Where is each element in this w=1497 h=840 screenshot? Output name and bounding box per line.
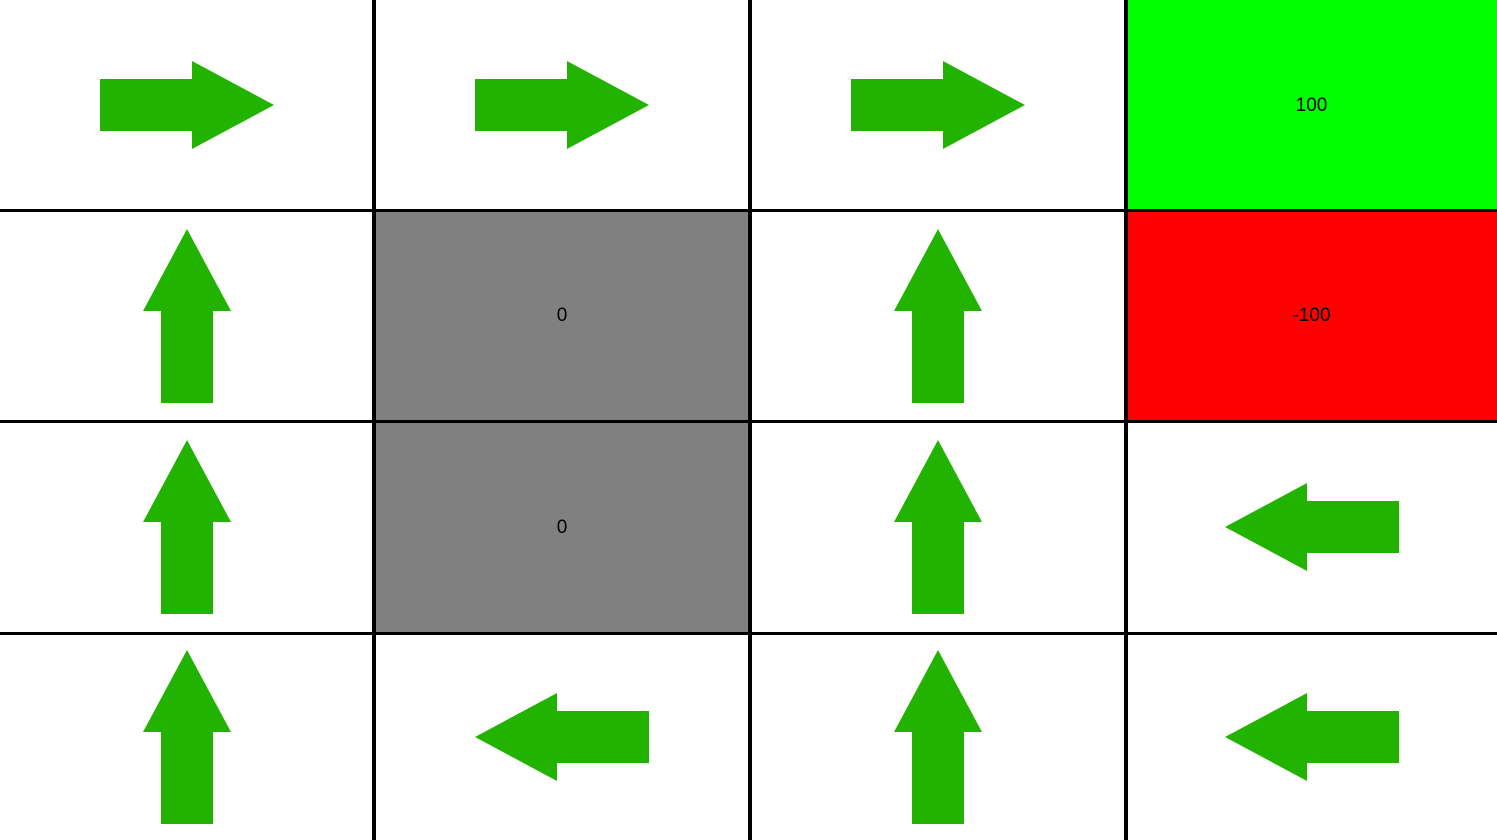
empty-cell [1126, 421, 1497, 633]
pit-cell: -100 [1126, 210, 1497, 421]
state-value: 0 [556, 516, 568, 538]
arrow-up-icon [143, 440, 231, 614]
empty-cell: 82.66 [0, 210, 374, 421]
empty-cell [374, 633, 750, 840]
empty-cell: 73.32 [0, 633, 374, 840]
arrow-left-icon [1224, 692, 1399, 781]
state-value: -100 [1292, 305, 1331, 326]
arrow-right-icon [475, 61, 649, 149]
state-value: 0 [556, 305, 568, 326]
grid-line-horizontal [0, 419, 1497, 423]
arrow-right-icon [851, 61, 1025, 149]
goal-cell: 100 [1126, 0, 1497, 210]
arrow-left-icon [1224, 483, 1399, 571]
arrow-up-icon [143, 228, 231, 403]
empty-cell: 77.06 [0, 421, 374, 633]
empty-cell: 66.97 [750, 633, 1126, 840]
arrow-left-icon [475, 692, 649, 781]
wall-cell: 0 [374, 210, 750, 421]
empty-cell [1126, 633, 1497, 840]
empty-cell [374, 0, 750, 210]
arrow-up-icon [143, 649, 231, 824]
grid-line-horizontal [0, 631, 1497, 635]
grid-line-horizontal [0, 208, 1497, 212]
empty-cell [750, 0, 1126, 210]
arrow-up-icon [894, 440, 982, 614]
empty-cell: 70.52 [750, 421, 1126, 633]
empty-cell [0, 0, 374, 210]
arrow-up-icon [894, 649, 982, 824]
arrow-right-icon [100, 61, 274, 149]
empty-cell: 75.27 [750, 210, 1126, 421]
state-value: 100 [1295, 94, 1328, 116]
wall-cell: 0 [374, 421, 750, 633]
arrow-up-icon [894, 228, 982, 403]
